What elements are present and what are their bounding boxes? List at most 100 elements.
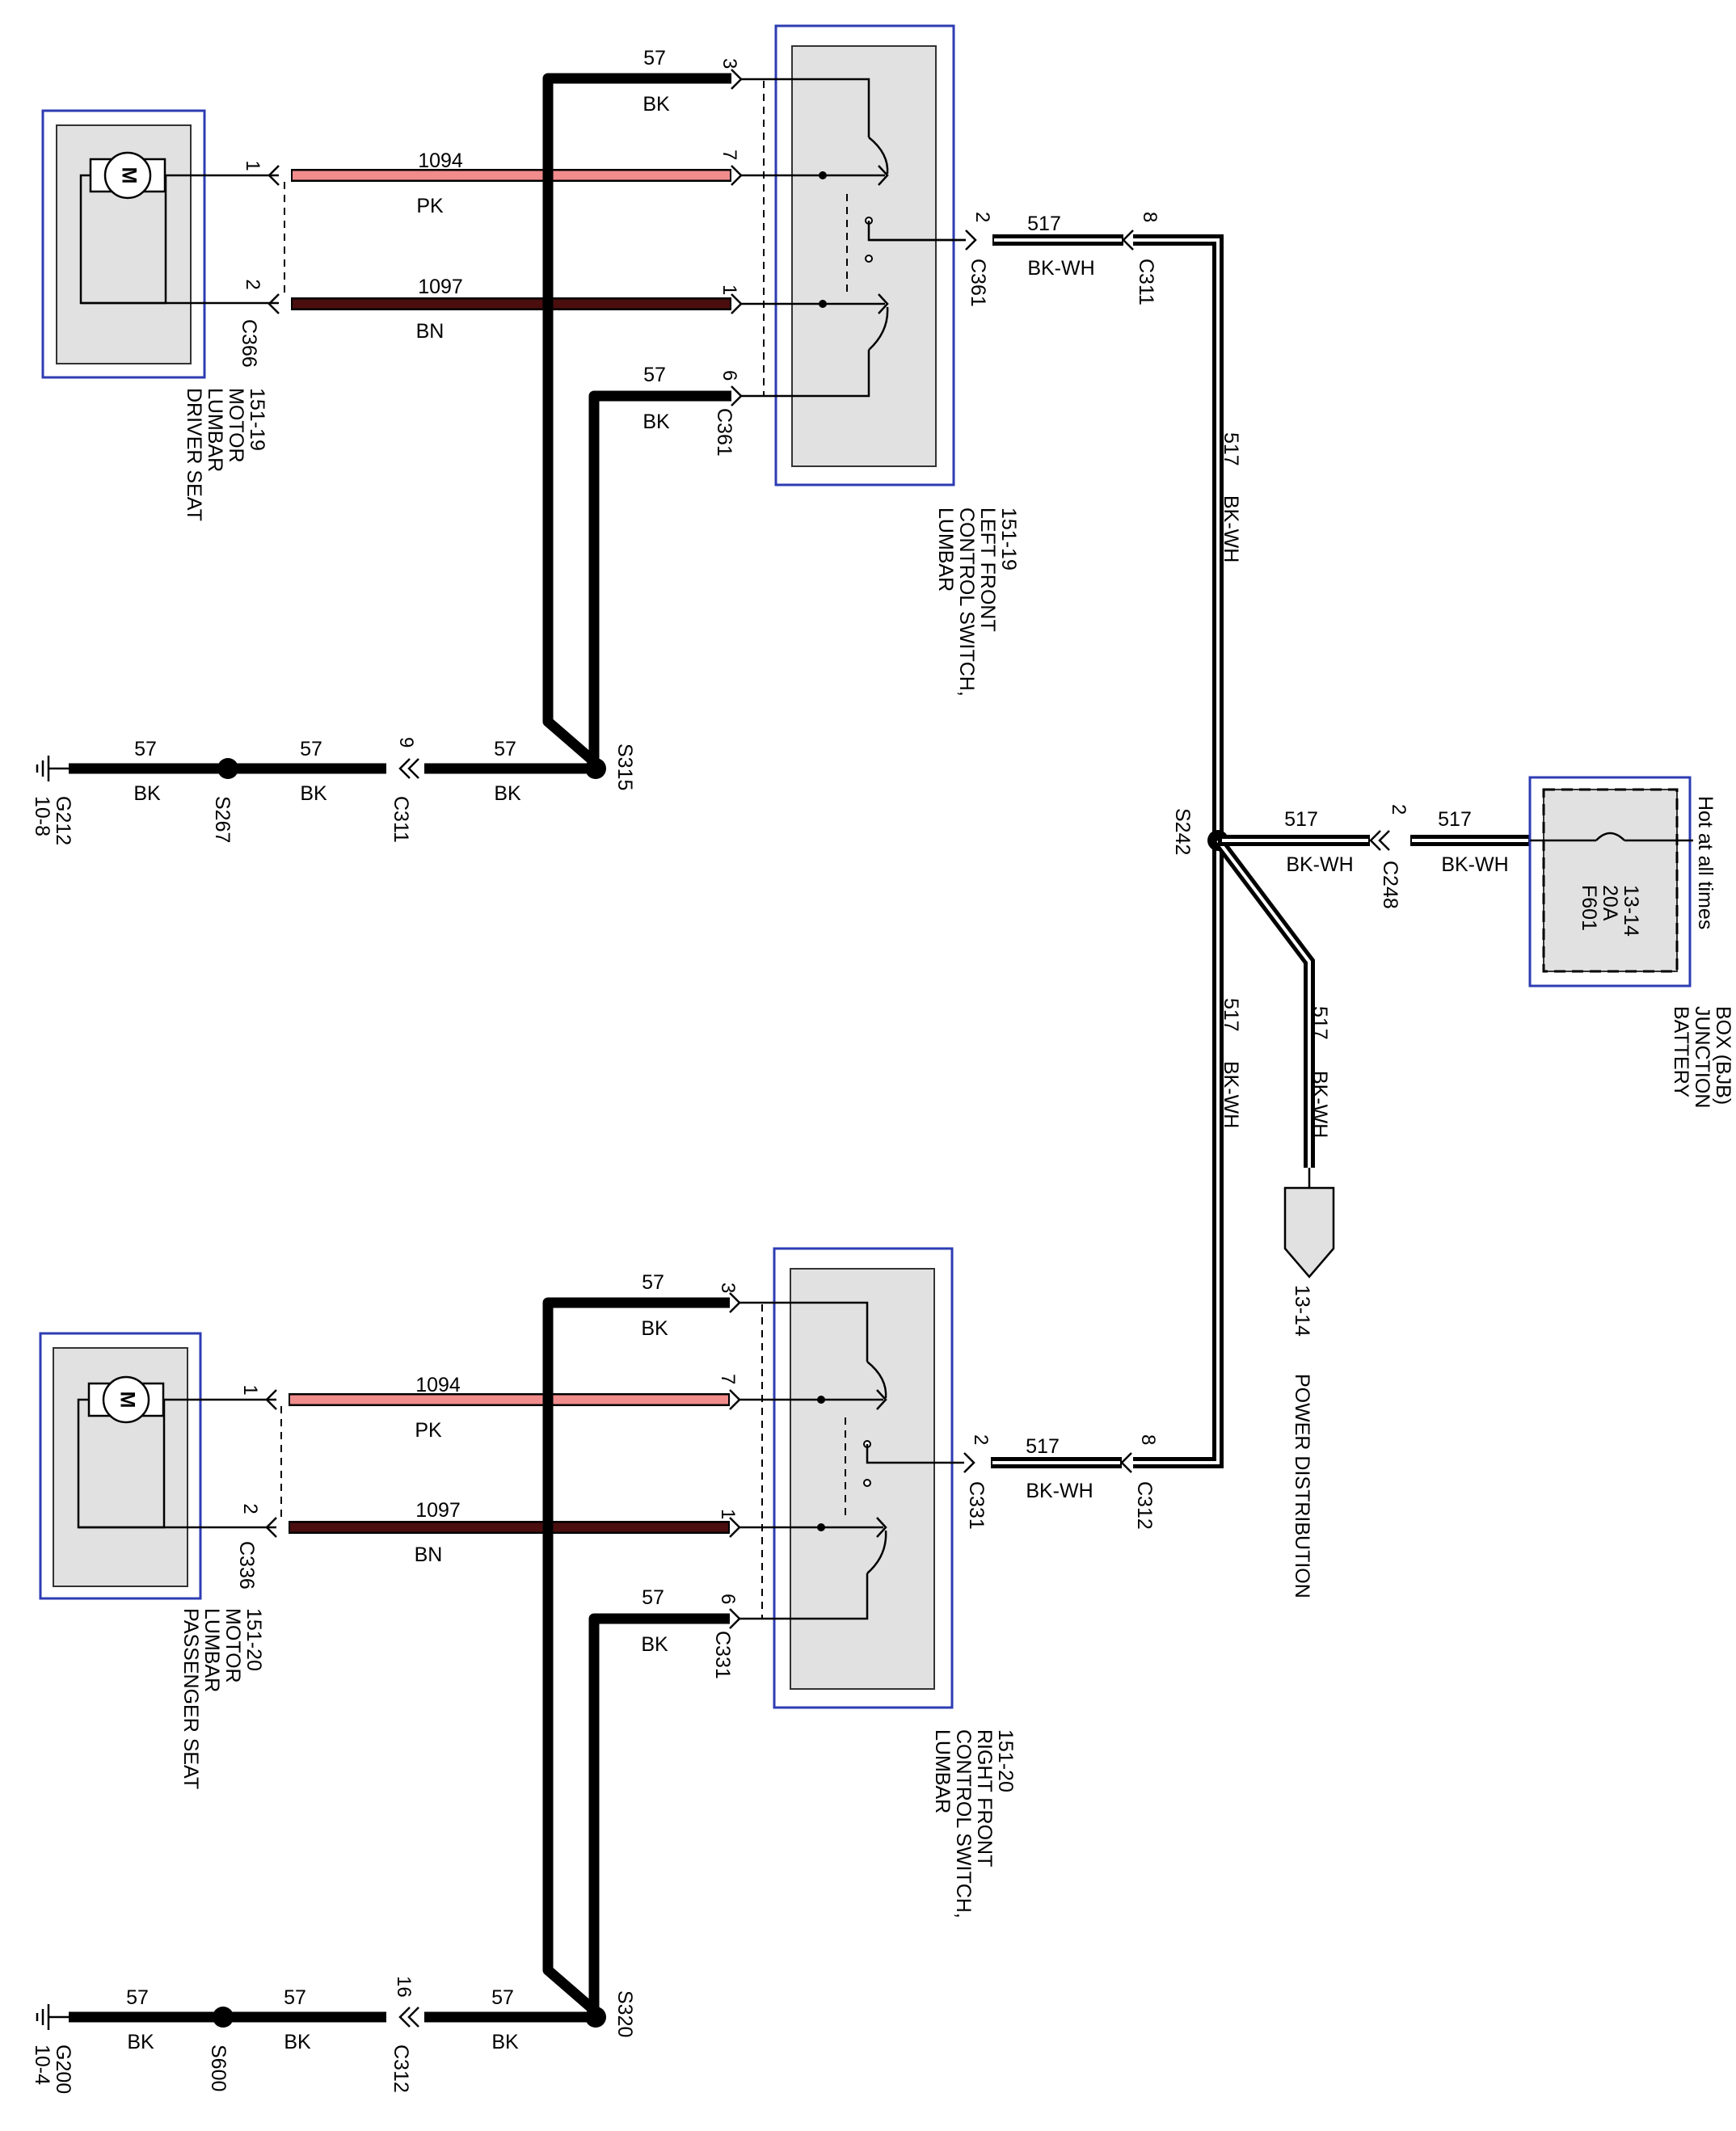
svg-text:BK: BK [127,2031,154,2053]
svg-text:BN: BN [416,320,445,343]
svg-text:BK-WH: BK-WH [1027,257,1094,280]
wire-517-rf-switch-output: 2 C331 517 BK-WH 8 C312 [963,1434,1159,1530]
hot-at-all-times-note: Hot at all times [1694,796,1717,929]
svg-text:7: 7 [717,1374,739,1384]
svg-text:C366: C366 [238,319,260,368]
svg-text:1094: 1094 [418,150,463,172]
svg-text:1: 1 [239,1384,261,1395]
svg-text:1: 1 [242,160,263,171]
svg-text:20A: 20A [1599,885,1621,921]
svg-text:S315: S315 [613,743,636,790]
svg-text:6: 6 [717,1594,739,1604]
svg-text:LUMBAR: LUMBAR [934,507,957,592]
battery-junction-box: F601 20A 13-14 Hot at all times BATTERY … [1528,776,1736,1108]
svg-text:BK: BK [491,2031,519,2053]
wire-57-bk-passenger: 57 BK 57 BK [542,1271,730,2016]
svg-text:DRIVER SEAT: DRIVER SEAT [183,388,205,521]
svg-text:C331: C331 [965,1481,988,1530]
svg-text:7: 7 [718,150,740,160]
wire-1097-bn: 1097 BN [291,276,731,343]
svg-text:3: 3 [718,58,740,69]
wire-517-lf-switch-output: 2 C361 517 BK-WH 8 C311 [869,212,1161,307]
svg-text:2: 2 [1388,804,1409,815]
svg-text:57: 57 [300,738,322,760]
svg-text:BK-WH: BK-WH [1308,1071,1331,1138]
svg-text:10-8: 10-8 [31,796,53,836]
svg-text:S600: S600 [207,2045,230,2091]
svg-text:517: 517 [1026,1435,1060,1458]
svg-text:C311: C311 [1135,259,1157,305]
svg-text:57: 57 [491,1986,514,2009]
svg-text:2: 2 [242,279,263,289]
svg-text:57: 57 [134,738,157,760]
svg-text:517: 517 [1438,808,1472,831]
svg-text:1: 1 [718,284,740,295]
svg-text:517: 517 [1027,213,1061,235]
svg-text:RIGHT FRONT: RIGHT FRONT [973,1729,996,1867]
driver-ground-path: S315 57 BK 9 C311 57 BK S267 57 BK G212 … [31,737,636,845]
svg-text:MOTOR: MOTOR [221,1608,244,1683]
svg-text:2: 2 [239,1503,261,1514]
motor-icon [103,151,152,200]
svg-text:13-14: 13-14 [1291,1285,1313,1337]
svg-text:BN: BN [415,1544,443,1566]
svg-text:BK-WH: BK-WH [1220,495,1242,562]
fuse-f601-label: F601 20A 13-14 [1578,885,1642,937]
passenger-motor-label: PASSENGER SEAT LUMBAR MOTOR 151-20 [179,1608,265,1789]
svg-text:151-19: 151-19 [246,388,268,451]
svg-text:57: 57 [642,1586,664,1609]
connector-c366: 1 2 C366 [238,160,285,368]
svg-text:BK-WH: BK-WH [1220,1061,1242,1128]
svg-text:2: 2 [971,212,993,222]
svg-text:LUMBAR: LUMBAR [200,1608,223,1692]
svg-text:BK: BK [300,782,327,805]
bjb-label: BATTERY JUNCTION BOX (BJB) 11-1 [1670,1006,1736,1108]
svg-text:BATTERY: BATTERY [1670,1006,1692,1097]
svg-text:C336: C336 [235,1541,258,1590]
passenger-seat-lumbar-motor: M PASSENGER SEAT LUMBAR MOTOR 151-20 [39,1332,276,1789]
svg-text:F601: F601 [1578,885,1600,931]
svg-text:BK-WH: BK-WH [1026,1480,1093,1502]
motor-symbol: M [116,1392,138,1409]
svg-text:BK: BK [643,411,670,433]
connector-c331: 3 7 1 6 C331 [711,1282,763,1679]
svg-text:8: 8 [1139,212,1161,222]
svg-text:1097: 1097 [418,276,463,298]
svg-text:LUMBAR: LUMBAR [931,1729,954,1813]
svg-text:2: 2 [970,1434,992,1445]
svg-text:151-19: 151-19 [997,507,1020,571]
svg-text:C311: C311 [390,796,412,843]
svg-text:POWER DISTRIBUTION: POWER DISTRIBUTION [1291,1374,1313,1598]
svg-text:1094: 1094 [415,1374,461,1396]
svg-text:JUNCTION: JUNCTION [1691,1006,1713,1108]
svg-text:CONTROL SWITCH,: CONTROL SWITCH, [955,507,978,697]
svg-text:G200: G200 [52,2045,74,2094]
wire-1094-pk-passenger: 1094 PK [289,1374,730,1442]
svg-text:517: 517 [1220,432,1242,466]
svg-text:CONTROL SWITCH,: CONTROL SWITCH, [952,1729,975,1918]
wire-57-bk-driver: 57 BK 57 BK [542,47,731,768]
svg-text:57: 57 [494,738,516,760]
svg-text:151-20: 151-20 [994,1729,1017,1792]
svg-text:10-4: 10-4 [31,2045,53,2085]
svg-text:C248: C248 [1379,861,1401,909]
svg-text:BK: BK [643,93,670,116]
svg-text:C312: C312 [1133,1481,1156,1530]
passenger-circuit: M PASSENGER SEAT LUMBAR MOTOR 151-20 1 2… [31,1247,1159,2094]
connector-c336: 1 2 C336 [235,1384,282,1590]
svg-text:S242: S242 [1171,808,1194,855]
driver-circuit: M DRIVER SEAT LUMBAR MOTOR 151-19 1 2 C3… [31,24,1161,845]
lf-switch-label: LUMBAR CONTROL SWITCH, LEFT FRONT 151-19 [934,507,1020,697]
svg-text:57: 57 [643,47,666,69]
svg-text:8: 8 [1137,1434,1159,1445]
svg-text:BK: BK [641,1633,668,1656]
svg-text:BK: BK [641,1317,668,1340]
motor-symbol: M [117,167,140,184]
svg-text:PK: PK [416,195,444,217]
svg-text:BK-WH: BK-WH [1441,853,1508,876]
svg-text:S267: S267 [211,796,234,843]
svg-text:C361: C361 [713,408,735,457]
svg-text:517: 517 [1308,1006,1331,1040]
svg-text:BK: BK [133,782,161,805]
